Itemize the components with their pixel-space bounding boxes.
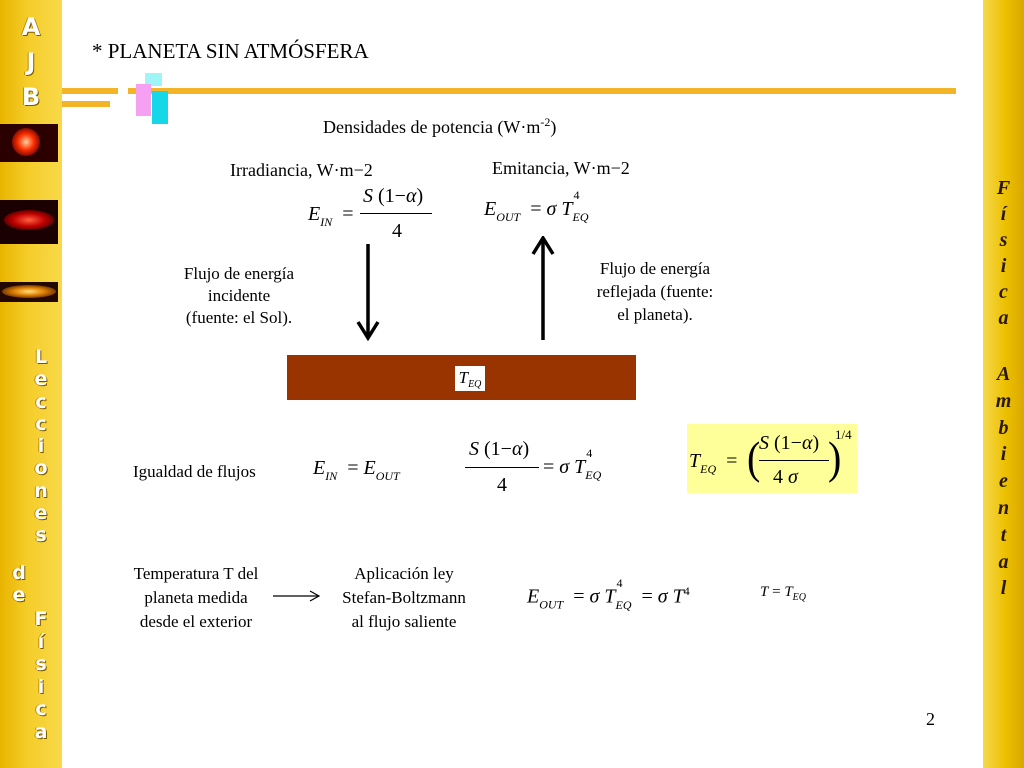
- label-line: Stefan-Boltzmann: [342, 588, 466, 607]
- ambiental-text-right: A m b i e n t a l: [983, 361, 1024, 602]
- label-line: Flujo de energía: [599, 259, 711, 278]
- label-line: Flujo de energía: [183, 264, 295, 283]
- left-sidebar: A J B L e c c i o n e s d e F í s i c a: [0, 0, 62, 768]
- sidebar-letter: L: [34, 346, 48, 368]
- heading-close: ): [550, 117, 557, 137]
- sidebar-letter: e: [999, 470, 1008, 493]
- sidebar-letter: d: [12, 562, 26, 584]
- label-line: al flujo saliente: [351, 612, 457, 631]
- temperature-label: Temperatura T del planeta medida desde e…: [118, 562, 274, 634]
- label-line: incidente: [207, 286, 271, 305]
- thumbnail-image-2: [0, 200, 58, 244]
- decor-square-cyan-light: [145, 73, 162, 86]
- slab-label-sub: EQ: [468, 379, 482, 390]
- irradiance-label: Irradiancia, W·m−2: [230, 160, 373, 180]
- header-line-short-top: [62, 88, 118, 94]
- sidebar-letter: s: [35, 653, 47, 675]
- fisica-text-right: F í s i c a: [983, 175, 1024, 331]
- sidebar-letter: n: [34, 479, 48, 502]
- sidebar-letter: í: [1000, 203, 1007, 225]
- ajb-logo: A J B: [14, 10, 48, 115]
- right-sidebar: F í s i c a A m b i e n t a l: [983, 0, 1024, 768]
- page-number: 2: [926, 709, 935, 729]
- thumbnail-image-3: [0, 282, 58, 302]
- label-line: el planeta).: [617, 305, 693, 324]
- incident-flux-label: Flujo de energía incidente (fuente: el S…: [168, 263, 310, 329]
- emittance-label: Emitancia, W·m−2: [492, 158, 630, 178]
- sidebar-letter: l: [1000, 577, 1007, 600]
- law-label: Aplicación ley Stefan-Boltzmann al flujo…: [328, 562, 480, 634]
- sidebar-letter: e: [34, 502, 48, 525]
- sidebar-letter: b: [998, 416, 1009, 439]
- sidebar-letter: a: [998, 307, 1009, 329]
- label-line: Temperatura T del: [133, 564, 259, 583]
- slide-title: * PLANETA SIN ATMÓSFERA: [92, 39, 369, 63]
- sidebar-letter: t: [1000, 523, 1007, 546]
- heading-text: Densidades de potencia (W·m: [323, 117, 541, 137]
- thumbnail-image-1: [0, 124, 58, 162]
- slab-label-t: T: [458, 368, 469, 387]
- power-density-heading: Densidades de potencia (W·m-2): [323, 111, 556, 138]
- reflected-arrow-icon: [531, 236, 555, 340]
- sidebar-letter: i: [37, 675, 45, 698]
- label-line: (fuente: el Sol).: [185, 308, 293, 327]
- logo-letter: B: [21, 83, 41, 111]
- right-arrow-icon: [273, 590, 321, 602]
- label-line: desde el exterior: [139, 612, 253, 631]
- header-line-short-bottom: [62, 101, 110, 107]
- label-line: planeta medida: [144, 588, 248, 607]
- slab-temperature-label: TEQ: [455, 366, 485, 391]
- sidebar-letter: a: [34, 720, 48, 743]
- sidebar-letter: F: [996, 177, 1011, 199]
- lecciones-text: L e c c i o n e s: [26, 346, 56, 547]
- sidebar-letter: i: [1000, 255, 1007, 277]
- t-equals-teq-formula: T = TEQ: [760, 584, 806, 603]
- sidebar-letter: c: [35, 412, 47, 435]
- sidebar-letter: e: [12, 584, 26, 606]
- ein-eq-eout-formula: EIN = EOUT: [313, 457, 400, 483]
- logo-letter: A: [21, 13, 41, 41]
- sidebar-letter: i: [1000, 443, 1007, 466]
- equality-label: Igualdad de flujos: [133, 462, 256, 481]
- decor-square-pink: [136, 84, 151, 116]
- sidebar-letter: s: [999, 229, 1008, 251]
- sidebar-letter: A: [996, 363, 1011, 385]
- sidebar-letter: m: [995, 389, 1012, 412]
- sidebar-letter: o: [34, 457, 48, 480]
- sidebar-letter: c: [35, 390, 47, 413]
- ein-formula: EIN = S (1−α) 4: [308, 185, 438, 245]
- incident-arrow-icon: [356, 244, 380, 342]
- fisica-text-left: F í s i c a: [26, 608, 56, 743]
- de-text: d e: [8, 562, 30, 606]
- sidebar-letter: F: [34, 608, 48, 630]
- decor-square-cyan: [152, 91, 168, 124]
- sidebar-letter: a: [998, 550, 1009, 573]
- header-line-long: [128, 88, 956, 94]
- label-line: reflejada (fuente:: [596, 282, 714, 301]
- reflected-flux-label: Flujo de energía reflejada (fuente: el p…: [580, 257, 730, 326]
- label-line: Aplicación ley: [354, 564, 454, 583]
- sidebar-letter: s: [35, 524, 47, 547]
- sidebar-letter: e: [34, 368, 48, 391]
- sidebar-letter: c: [35, 698, 47, 720]
- sidebar-letter: c: [999, 281, 1008, 303]
- sidebar-letter: i: [37, 435, 45, 458]
- heading-exponent: -2: [540, 115, 551, 129]
- logo-letter: J: [26, 48, 36, 76]
- sidebar-letter: í: [37, 630, 45, 653]
- teq-result-box: TEQ = ( S (1−α) 4 σ ) 1/4: [687, 424, 857, 493]
- sidebar-letter: n: [997, 496, 1010, 519]
